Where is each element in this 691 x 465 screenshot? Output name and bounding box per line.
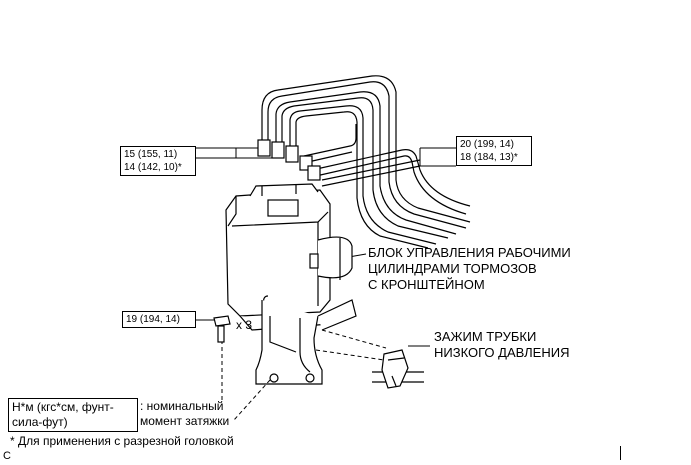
footnote: * Для применения с разрезной головкой — [10, 434, 234, 448]
corner-code: C — [3, 450, 11, 462]
clamp-label: ЗАЖИМ ТРУБКИ НИЗКОГО ДАВЛЕНИЯ — [434, 329, 569, 361]
actuator-body — [225, 183, 353, 331]
low-pressure-tube-clamp — [372, 349, 424, 389]
torque-right-line1: 20 (199, 14) — [460, 139, 514, 150]
actuator-label: БЛОК УПРАВЛЕНИЯ РАБОЧИМИ ЦИЛИНДРАМИ ТОРМ… — [368, 245, 571, 293]
torque-box-pipe-fittings-left: 15 (155, 11) 14 (142, 10)* — [120, 146, 196, 176]
actuator-label-line3: С КРОНШТЕЙНОМ — [368, 277, 485, 292]
torque-left-line2: 14 (142, 10)* — [124, 162, 182, 173]
actuator-bracket — [255, 299, 357, 385]
legend-unit-line2: сила-фут) — [12, 415, 68, 429]
clamp-label-line1: ЗАЖИМ ТРУБКИ — [434, 329, 537, 344]
torque-box-pipe-fittings-right: 20 (199, 14) 18 (184, 13)* — [456, 136, 532, 166]
dashed-guides — [221, 329, 387, 421]
tube-fittings — [257, 139, 321, 181]
actuator-label-line2: ЦИЛИНДРАМИ ТОРМОЗОВ — [368, 261, 537, 276]
actuator-label-line1: БЛОК УПРАВЛЕНИЯ РАБОЧИМИ — [368, 245, 571, 260]
bolt — [213, 315, 231, 343]
legend-desc-line1: : номинальный — [140, 399, 224, 413]
legend-unit-line1: Н*м (кгс*см, фунт- — [12, 400, 114, 414]
torque-right-line2: 18 (184, 13)* — [460, 152, 518, 163]
bolt-count: x 3 — [236, 318, 253, 332]
torque-left-line1: 15 (155, 11) — [124, 149, 178, 160]
brake-tubes — [261, 75, 471, 249]
legend-unit-box: Н*м (кгс*см, фунт- сила-фут) — [8, 398, 138, 432]
legend-desc-line2: момент затяжки — [140, 414, 230, 428]
legend-description: : номинальный момент затяжки — [140, 399, 229, 429]
torque-box-bolt: 19 (194, 14) — [122, 311, 196, 328]
right-edge-mark — [620, 446, 621, 460]
clamp-label-line2: НИЗКОГО ДАВЛЕНИЯ — [434, 345, 570, 360]
torque-bolt-value: 19 (194, 14) — [126, 314, 180, 325]
